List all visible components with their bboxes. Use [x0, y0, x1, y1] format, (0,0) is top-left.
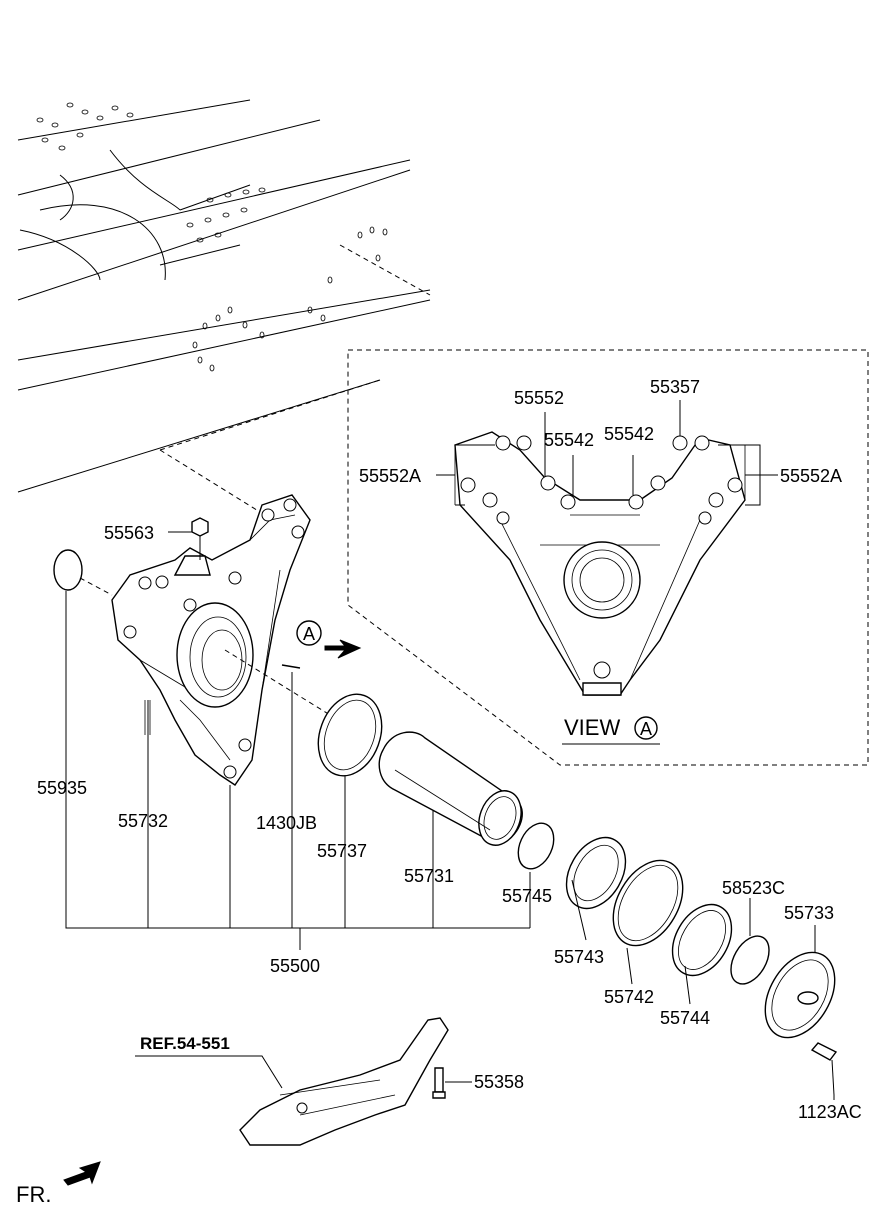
label-58523C: 58523C — [722, 878, 785, 898]
label-1430JB: 1430JB — [256, 813, 317, 833]
label-55743: 55743 — [554, 947, 604, 967]
arrow-a-letter: A — [303, 624, 315, 644]
label-55744: 55744 — [660, 1008, 710, 1028]
front-indicator: FR. — [16, 1161, 101, 1207]
label-55732: 55732 — [118, 811, 168, 831]
label-55552: 55552 — [514, 388, 564, 408]
pin-1430JB — [281, 664, 301, 669]
plate-55744 — [671, 903, 733, 977]
ref-label: REF.54-551 — [140, 1034, 230, 1053]
label-55731: 55731 — [404, 866, 454, 886]
bolt-55358 — [432, 1067, 472, 1099]
frame-leader-top — [159, 379, 381, 451]
view-a-arrow: A — [296, 620, 362, 659]
label-55542-right: 55542 — [604, 424, 654, 444]
label-55552A-left: 55552A — [359, 466, 421, 486]
label-55358: 55358 — [474, 1072, 524, 1092]
label-55500: 55500 — [270, 956, 320, 976]
vehicle-frame — [17, 99, 431, 493]
seal-ring-55737 — [317, 693, 383, 777]
label-55552A-right: 55552A — [780, 466, 842, 486]
label-55742: 55742 — [604, 987, 654, 1007]
label-55733: 55733 — [784, 903, 834, 923]
label-55563: 55563 — [104, 523, 154, 543]
front-label: FR. — [16, 1182, 51, 1207]
cover-55733 — [764, 951, 836, 1039]
label-55357: 55357 — [650, 377, 700, 397]
label-55935: 55935 — [37, 778, 87, 798]
lower-bracket — [239, 1017, 449, 1146]
label-55737: 55737 — [317, 841, 367, 861]
sleeve-55731 — [378, 731, 523, 846]
cap-55935 — [53, 549, 113, 596]
label-1123AC: 1123AC — [798, 1102, 862, 1122]
axis-leader — [224, 649, 331, 716]
disc-55745 — [517, 822, 555, 870]
ring-55742 — [612, 859, 684, 947]
view-a-letter: A — [640, 719, 652, 739]
label-55542-left: 55542 — [544, 430, 594, 450]
carrier-housing — [111, 494, 311, 786]
frame-to-knuckle-leader — [159, 449, 261, 513]
snap-ring-58523C — [730, 935, 770, 985]
bolt-1123AC — [810, 1042, 838, 1096]
view-a-title: VIEW — [564, 715, 620, 740]
leader-lines — [65, 531, 835, 1100]
gasket-55743 — [565, 836, 627, 910]
view-a-inset: VIEW A — [347, 349, 869, 766]
label-55745: 55745 — [502, 886, 552, 906]
